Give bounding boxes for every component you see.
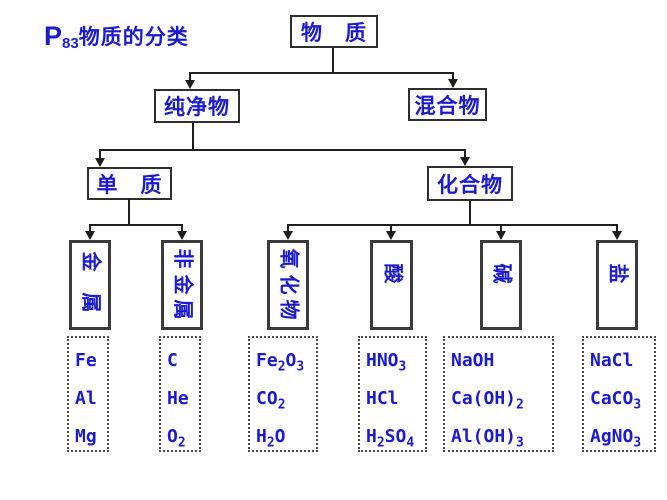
formula: Al	[75, 388, 97, 409]
connector-line	[287, 224, 289, 233]
arrowhead-down-icon	[95, 158, 105, 167]
formula: H2O	[256, 426, 286, 451]
title-prefix: P	[44, 21, 63, 51]
connector-line	[616, 224, 618, 233]
connector-line	[181, 224, 183, 233]
page-title: P 83 物质的分类	[44, 20, 189, 54]
vertical-char: 属	[79, 292, 102, 313]
formula: Fe	[75, 350, 97, 371]
category-acid: 酸	[370, 240, 413, 330]
formula: Al(OH)3	[451, 426, 524, 451]
examples-salt: NaCl CaCO3 AgNO3	[582, 336, 656, 452]
vertical-char: 氧	[277, 248, 300, 269]
arrowhead-down-icon	[283, 231, 293, 240]
examples-base: NaOH Ca(OH)2 Al(OH)3	[443, 336, 554, 452]
vertical-char: 物	[277, 299, 300, 320]
vertical-char: 属	[171, 299, 194, 320]
vertical-char: 碱	[490, 263, 513, 284]
connector-line	[452, 72, 454, 81]
formula: Ca(OH)2	[451, 388, 524, 413]
formula: NaOH	[451, 350, 495, 371]
formula: HCl	[366, 388, 399, 409]
arrowhead-down-icon	[448, 79, 458, 88]
formula: H2SO4	[366, 426, 415, 451]
connector-line	[99, 149, 466, 151]
formula: AgNO3	[590, 426, 642, 451]
examples-nonmetal: C He O2	[159, 336, 201, 452]
connector-line	[128, 198, 130, 226]
connector-line	[500, 224, 502, 233]
formula: O2	[167, 426, 186, 451]
category-oxide: 氧化物	[267, 240, 309, 330]
connector-line	[99, 149, 101, 159]
formula: NaCl	[590, 350, 634, 371]
formula: CaCO3	[590, 388, 642, 413]
arrowhead-down-icon	[85, 231, 95, 240]
node-compound: 化合物	[427, 166, 513, 201]
vertical-char: 非	[171, 248, 194, 269]
connector-line	[332, 48, 334, 74]
formula: C	[167, 350, 178, 371]
connector-line	[390, 224, 392, 233]
vertical-char: 金	[171, 274, 194, 294]
formula: CO2	[256, 388, 286, 413]
connector-line	[469, 201, 471, 226]
formula: He	[167, 388, 189, 409]
arrowhead-down-icon	[460, 157, 470, 166]
formula: Fe2O3	[256, 350, 305, 375]
connector-line	[192, 123, 194, 151]
formula: Mg	[75, 426, 97, 447]
vertical-char: 化	[277, 274, 300, 294]
node-pure-substance: 纯净物	[154, 89, 240, 123]
node-element: 单 质	[87, 167, 172, 200]
arrowhead-down-icon	[496, 231, 506, 240]
connector-line	[189, 72, 191, 82]
category-metal: 金属	[69, 240, 111, 330]
vertical-char: 酸	[381, 263, 403, 284]
node-matter: 物 质	[290, 15, 378, 48]
arrowhead-down-icon	[386, 231, 396, 240]
formula: HNO3	[366, 350, 407, 375]
vertical-char: 盐	[606, 263, 629, 284]
connector-line	[89, 224, 183, 226]
examples-acid: HNO3 HCl H2SO4	[358, 336, 427, 452]
category-nonmetal: 非金属	[161, 240, 203, 330]
connector-line	[189, 72, 454, 74]
examples-metal: Fe Al Mg	[67, 336, 109, 452]
title-text: 物质的分类	[78, 26, 189, 49]
category-base: 碱	[480, 240, 522, 330]
node-mixture: 混合物	[408, 88, 487, 121]
arrowhead-down-icon	[612, 231, 622, 240]
connector-line	[287, 224, 618, 226]
connector-line	[89, 224, 91, 233]
examples-oxide: Fe2O3 CO2 H2O	[248, 336, 318, 452]
arrowhead-down-icon	[177, 231, 187, 240]
connector-line	[464, 149, 466, 159]
vertical-char: 金	[79, 251, 102, 272]
category-salt: 盐	[596, 240, 638, 330]
title-subscript: 83	[62, 35, 79, 52]
arrowhead-down-icon	[185, 80, 195, 89]
